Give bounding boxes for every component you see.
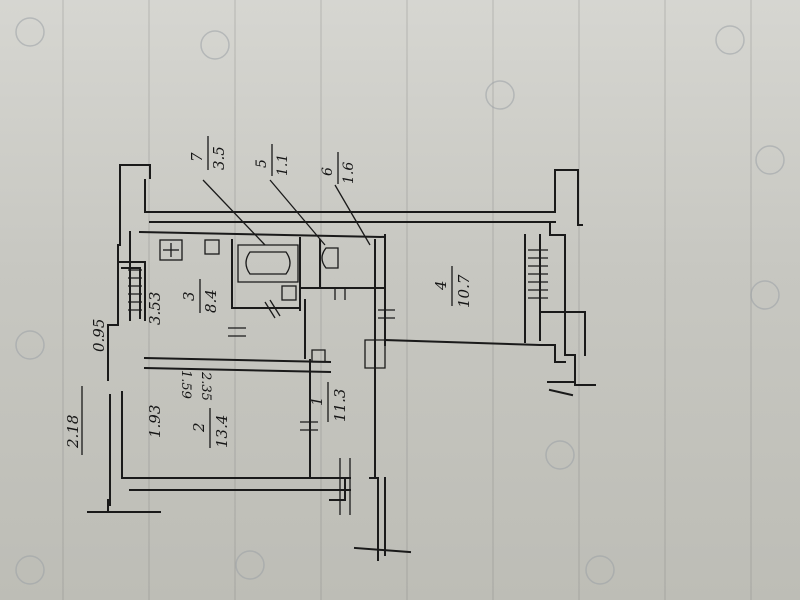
room-label-4: 4 10.7 [432, 266, 473, 308]
interior-walls [138, 230, 387, 479]
washbasin-icon [281, 285, 297, 301]
room-area: 3.5 [210, 146, 228, 170]
room-label-7: 7 3.5 [188, 136, 228, 170]
leader-lines [202, 179, 371, 246]
room-number: 6 [320, 167, 336, 176]
room-area: 1.6 [341, 162, 357, 184]
room-number: 5 [254, 159, 270, 168]
room-label-1: 1 11.3 [308, 382, 349, 422]
room-number: 4 [432, 280, 450, 291]
bathroom-fixtures [159, 239, 339, 301]
dimension-label: 0.95 [90, 319, 108, 352]
room-area: 11.3 [331, 389, 349, 422]
watermark [15, 17, 785, 585]
room-number: 1 [308, 396, 326, 406]
room-label-2: 2 13.4 [190, 408, 231, 448]
room-label-6: 6 1.6 [320, 152, 357, 184]
room-area: 10.7 [455, 274, 473, 308]
sink-icon [204, 239, 220, 255]
room-label-3: 3 8.4 [180, 279, 220, 313]
dimension-label: 2.18 [64, 415, 82, 449]
room-number: 3 [180, 291, 198, 301]
dimension-label: 3.53 [146, 292, 164, 325]
room-area: 13.4 [213, 415, 231, 448]
room-area: 8.4 [202, 289, 220, 313]
door-marks [228, 288, 395, 515]
room-label-5: 5 1.1 [254, 144, 291, 176]
dimension-label: 1.93 [146, 405, 164, 438]
dimension-label: 1.59 [178, 370, 193, 399]
toilet-icon [321, 247, 339, 269]
room-number: 7 [188, 152, 206, 162]
walls [87, 164, 596, 561]
room-area: 1.1 [275, 154, 291, 176]
bathtub-icon [237, 244, 299, 283]
stairs [128, 249, 548, 311]
room-number: 2 [190, 422, 208, 433]
dimension-label: 2.35 [198, 371, 213, 401]
stove-icon [159, 239, 183, 261]
